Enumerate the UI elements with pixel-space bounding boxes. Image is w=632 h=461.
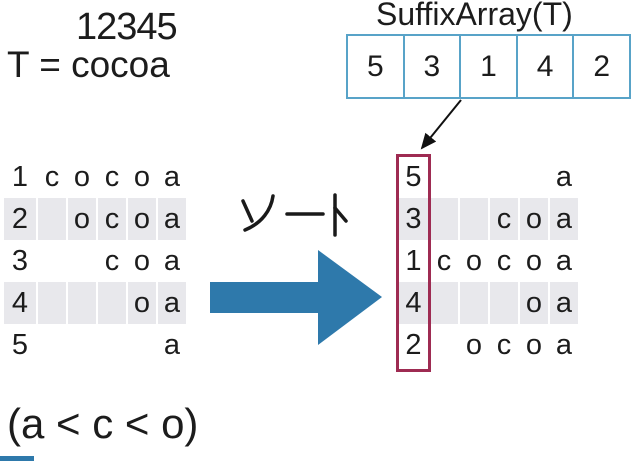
suffix-index: 1 [11, 161, 29, 193]
text-definition-label: T = cocoa [7, 44, 170, 85]
sorted-suffix-row: 1 c o c o a [399, 240, 578, 282]
suffix-index: 2 [405, 329, 422, 361]
suffix-row: 4 o a [4, 282, 186, 324]
sorted-suffix-row: 5 a [399, 156, 578, 198]
suffix-array-cell: 3 [402, 36, 460, 97]
suffix-row: 2 o c o a [4, 198, 186, 240]
suffix-row: 1 c o c o a [4, 156, 186, 198]
suffix-row: 5 a [4, 324, 186, 366]
suffix-index: 3 [11, 245, 29, 277]
suffix-array-cell: 5 [366, 49, 384, 83]
suffix-index: 5 [11, 329, 29, 361]
suffix-array-cell: 2 [572, 36, 629, 97]
suffix-index: 3 [399, 198, 428, 240]
suffix-array-table: 5 3 1 4 2 [346, 34, 631, 99]
suffix-index: 1 [405, 245, 422, 277]
suffix-index: 4 [4, 282, 36, 324]
pointer-arrow-icon [420, 99, 462, 150]
bottom-edge-artifact [0, 456, 34, 461]
suffix-index: 4 [399, 282, 428, 324]
suffix-array-cell: 4 [515, 36, 573, 97]
suffix-array-title: SuffixArray(T) [376, 0, 573, 32]
position-ruler-label: 12345 [76, 6, 178, 48]
suffix-index: 2 [4, 198, 36, 240]
sort-arrow-icon [210, 250, 382, 345]
alphabet-order-note: (a < c < o) [7, 400, 199, 447]
sorted-suffix-row: 4 o a [399, 282, 578, 324]
sorted-suffix-row: 2 o c o a [399, 324, 578, 366]
index-column-highlight-box [396, 154, 431, 372]
suffix-row: 3 c o a [4, 240, 186, 282]
suffix-index: 5 [405, 161, 422, 193]
sort-label [241, 193, 348, 237]
suffix-array-cell: 1 [459, 36, 516, 97]
sorted-suffix-row: 3 c o a [399, 198, 578, 240]
